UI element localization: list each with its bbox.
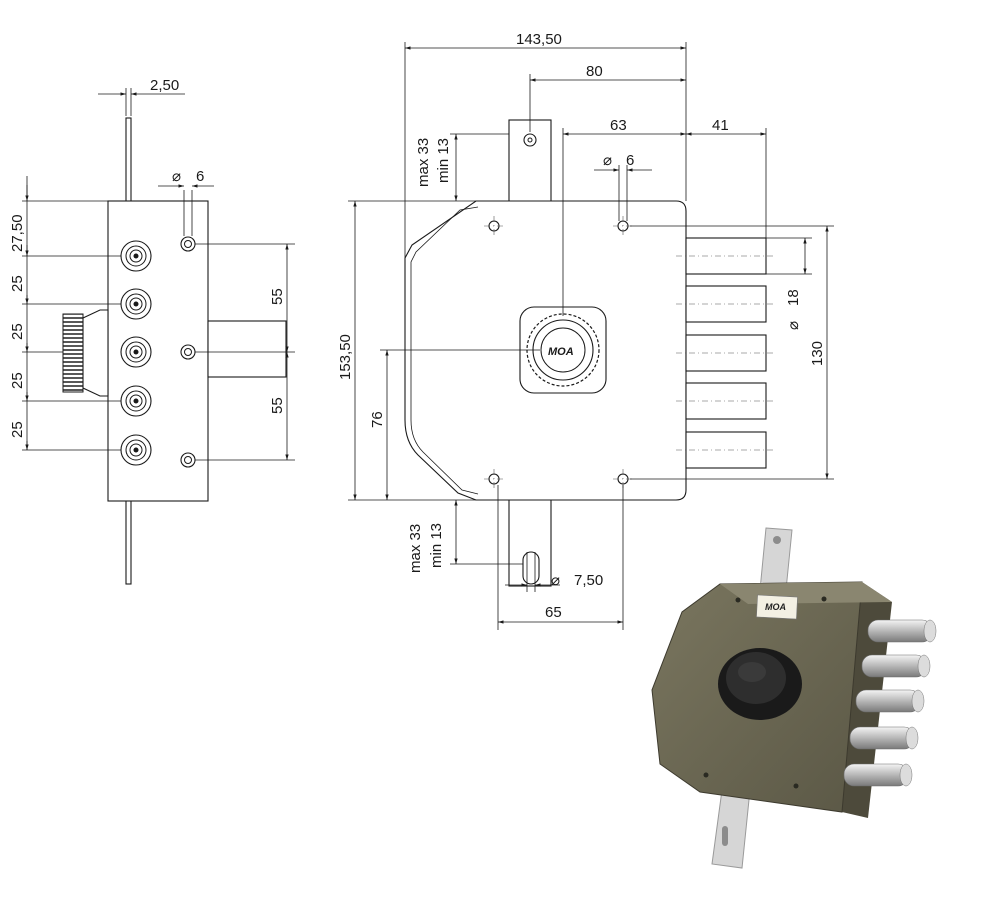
front-bolts: [685, 237, 767, 469]
front-view: MOA 143,50 80 63 41: [337, 31, 834, 630]
front-dim-bottom-hole-spacing: 65: [545, 604, 562, 621]
side-dim-hole-symbol: ⌀: [172, 168, 181, 185]
side-dim-spacing-2: 25: [9, 323, 26, 340]
side-bolt: [120, 336, 152, 368]
front-dim-bottom-hole-diameter: 7,50: [574, 572, 603, 589]
front-dim-top-tab-max: max 33: [415, 138, 432, 187]
front-dim-backset: 80: [586, 63, 603, 80]
front-dim-hole-diameter: 6: [626, 152, 634, 169]
photo-brand-label: [756, 594, 798, 620]
side-dim-plate-thickness: 2,50: [150, 77, 179, 94]
front-dim-hole-symbol: ⌀: [603, 152, 612, 169]
product-photo: MOA: [651, 527, 937, 869]
side-bolts: [120, 240, 152, 466]
photo-bolts: [843, 619, 937, 787]
side-bolt: [120, 385, 152, 417]
front-dim-bolt-span: 130: [809, 341, 826, 366]
front-dim-hole-to-edge: 63: [610, 117, 627, 134]
front-dim-total-width: 143,50: [516, 31, 562, 48]
front-dim-bottom-tab-min: min 13: [428, 523, 445, 568]
side-dim-first-bolt: 27,50: [9, 214, 26, 252]
side-dim-spacing-3: 25: [9, 372, 26, 389]
photo-bottom-strip: [711, 789, 751, 869]
side-wheel-body: [82, 309, 109, 397]
side-dim-spacing-4: 25: [9, 421, 26, 438]
side-cylinder: [207, 320, 287, 378]
side-bolt: [120, 434, 152, 466]
side-dim-hole-diameter: 6: [196, 168, 204, 185]
side-knurled-wheel: [62, 313, 84, 393]
side-bolt: [120, 288, 152, 320]
front-knob-brand: MOA: [548, 346, 574, 358]
side-dim-spacing-1: 25: [9, 275, 26, 292]
front-dim-bolt-symbol: ⌀: [785, 321, 802, 330]
front-dim-bolt-diameter: 18: [785, 289, 802, 306]
front-dim-cylinder-height: 76: [369, 411, 386, 428]
front-dim-bolt-throw: 41: [712, 117, 729, 134]
side-dim-hole-spacing-bottom: 55: [269, 397, 286, 414]
front-dim-total-height: 153,50: [337, 334, 354, 380]
front-dim-bottom-hole-symbol: ⌀: [551, 572, 560, 589]
front-dim-bottom-tab-max: max 33: [407, 524, 424, 573]
side-view: 2,50 ⌀ 6 27,50 25 25 25 25 55: [9, 77, 295, 585]
front-top-tab: [508, 119, 552, 203]
side-bolt: [120, 240, 152, 272]
front-dim-top-tab-min: min 13: [435, 138, 452, 183]
side-dim-hole-spacing-top: 55: [269, 288, 286, 305]
photo-brand-text: MOA: [765, 602, 786, 612]
